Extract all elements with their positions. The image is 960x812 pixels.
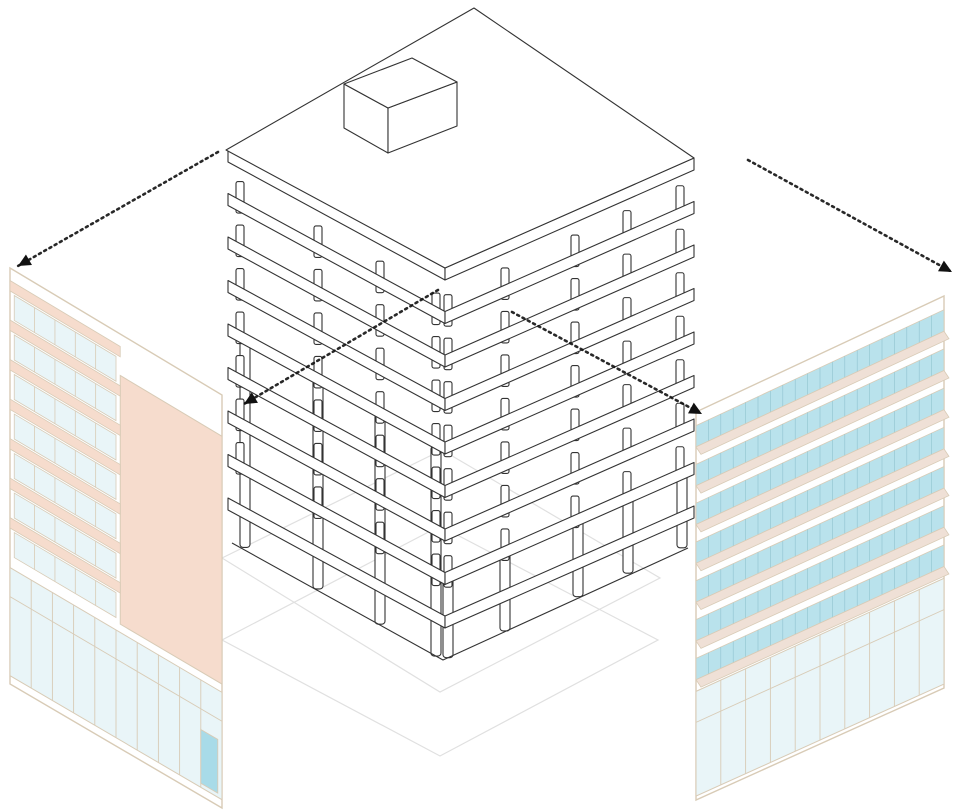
ground-floor-base [231,542,689,661]
left-facade-floor [9,398,121,501]
right-facade-floor [695,544,950,688]
floor-slab [227,497,695,629]
left-facade-floor [9,477,121,579]
ground-footprint [220,449,662,757]
arrow-front-right [510,310,704,416]
right-facade-panel [695,294,950,802]
arrow-head-icon [244,392,258,404]
left-facade-panel [9,266,223,810]
floor-slab [227,323,695,455]
arrow-to-left-facade [16,150,220,268]
ground-outline-inner [220,449,662,693]
left-facade-floor [9,358,121,461]
right-facade-floor [695,426,950,572]
left-facade-floor [9,437,121,540]
building-core-structure [225,7,695,661]
right-facade-floor [695,505,950,649]
right-facade-floor [695,465,950,611]
floor-slab [227,192,695,325]
left-facade-floor [9,319,121,422]
floor-slab [227,410,695,542]
floor-slab [227,236,695,368]
roof-box-icon [343,57,458,154]
arrow-front-left [242,288,440,406]
roof-surface [225,7,695,269]
left-facade-door [200,728,219,794]
right-facade-floor [695,348,950,494]
floor-slab [227,453,695,586]
right-facade-floor [695,309,950,455]
arrow-head-icon [688,402,702,414]
explode-arrows [16,150,954,416]
floor-slab [227,366,695,499]
left-facade-solid-wall [119,374,223,685]
ground-outline-outer [220,525,660,757]
arrow-to-right-facade [746,158,954,274]
floor-slab [227,279,695,412]
arrow-head-icon [18,254,32,266]
left-facade-floor [9,279,121,382]
roof-slab [227,149,695,281]
left-facade-floor [9,516,121,619]
arrow-head-icon [938,260,952,272]
right-facade-floor [695,387,950,533]
